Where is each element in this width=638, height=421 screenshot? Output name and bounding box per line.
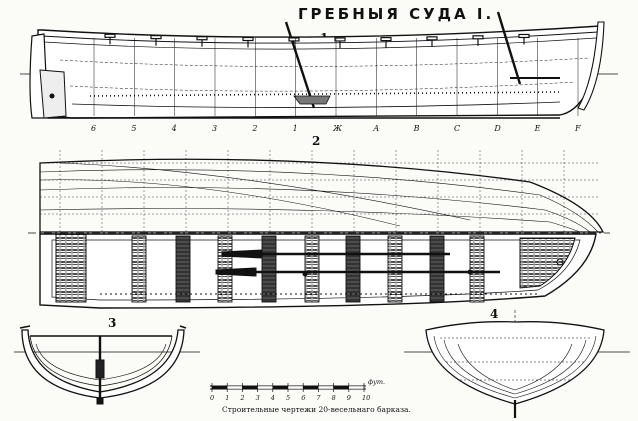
thwart [429,235,445,303]
scale-label: 5 [286,394,290,402]
rowlock [426,36,438,41]
station-label: 5 [131,124,136,133]
figure-1-side-elevation: 6 5 4 3 2 1 Ж A B C D E F [20,11,618,133]
figure-number-4: 4 [490,307,498,321]
thwart [131,235,147,303]
figure-2-deck-plan [39,233,597,309]
figure-2-half-breadth [28,150,610,234]
scale-segment [333,385,350,390]
station-label: 3 [212,124,217,133]
station-label: F [574,124,581,133]
scale-unit: фут. [368,378,385,386]
station-label: A [372,124,379,133]
rowlock [104,33,116,38]
scale-label: 1 [225,394,229,402]
station-label: E [534,124,541,133]
station-label: 4 [171,124,177,133]
scale-label: 9 [347,394,351,402]
scale-segment [303,385,319,390]
scale-label: 2 [239,394,244,402]
figure-number-3: 3 [108,316,116,330]
thwart [261,235,277,303]
figure-number-2: 2 [312,134,320,148]
scale-segment [257,385,274,390]
scale-label: 10 [362,394,370,402]
figure-4-body-plan [404,310,630,418]
sheet-title: ГРЕБНЫЯ СУДА I. [298,5,494,23]
rowlock [518,33,530,39]
station-label: 2 [251,124,257,133]
station-label: 6 [91,124,96,133]
scale-label: 8 [332,394,336,402]
scale-segment [272,385,289,390]
thwart [387,235,403,303]
rowlock [150,35,162,40]
scale-segment [211,385,228,390]
station-label: Ж [332,124,343,133]
rowlock [288,37,300,42]
thwart [304,235,320,303]
rowlock [196,36,208,41]
scale-label: 4 [270,394,275,402]
thwart [345,235,361,303]
scale-segment [226,385,243,390]
figure-3-midship-section [14,325,200,405]
station-label: B [413,124,420,133]
rowlock [472,35,484,40]
scale-segment [318,385,334,390]
station-label: D [493,124,501,133]
rowlock [380,36,392,42]
scale-bar [210,383,366,392]
scale-segment [242,385,258,390]
station-label: C [454,124,460,133]
rowlock [242,36,254,42]
station-label: 1 [293,124,298,133]
scale-label: 6 [301,394,305,402]
rowlock [334,37,346,42]
thwart [469,235,485,303]
scale-label: 0 [210,394,214,402]
thwart [175,235,191,303]
scale-segment [348,385,365,390]
scale-label: 7 [316,394,321,402]
figure-caption: Строительные чертежи 20-весельнаго барка… [222,405,411,414]
scale-label: 3 [256,394,260,402]
scale-segment [287,385,304,390]
